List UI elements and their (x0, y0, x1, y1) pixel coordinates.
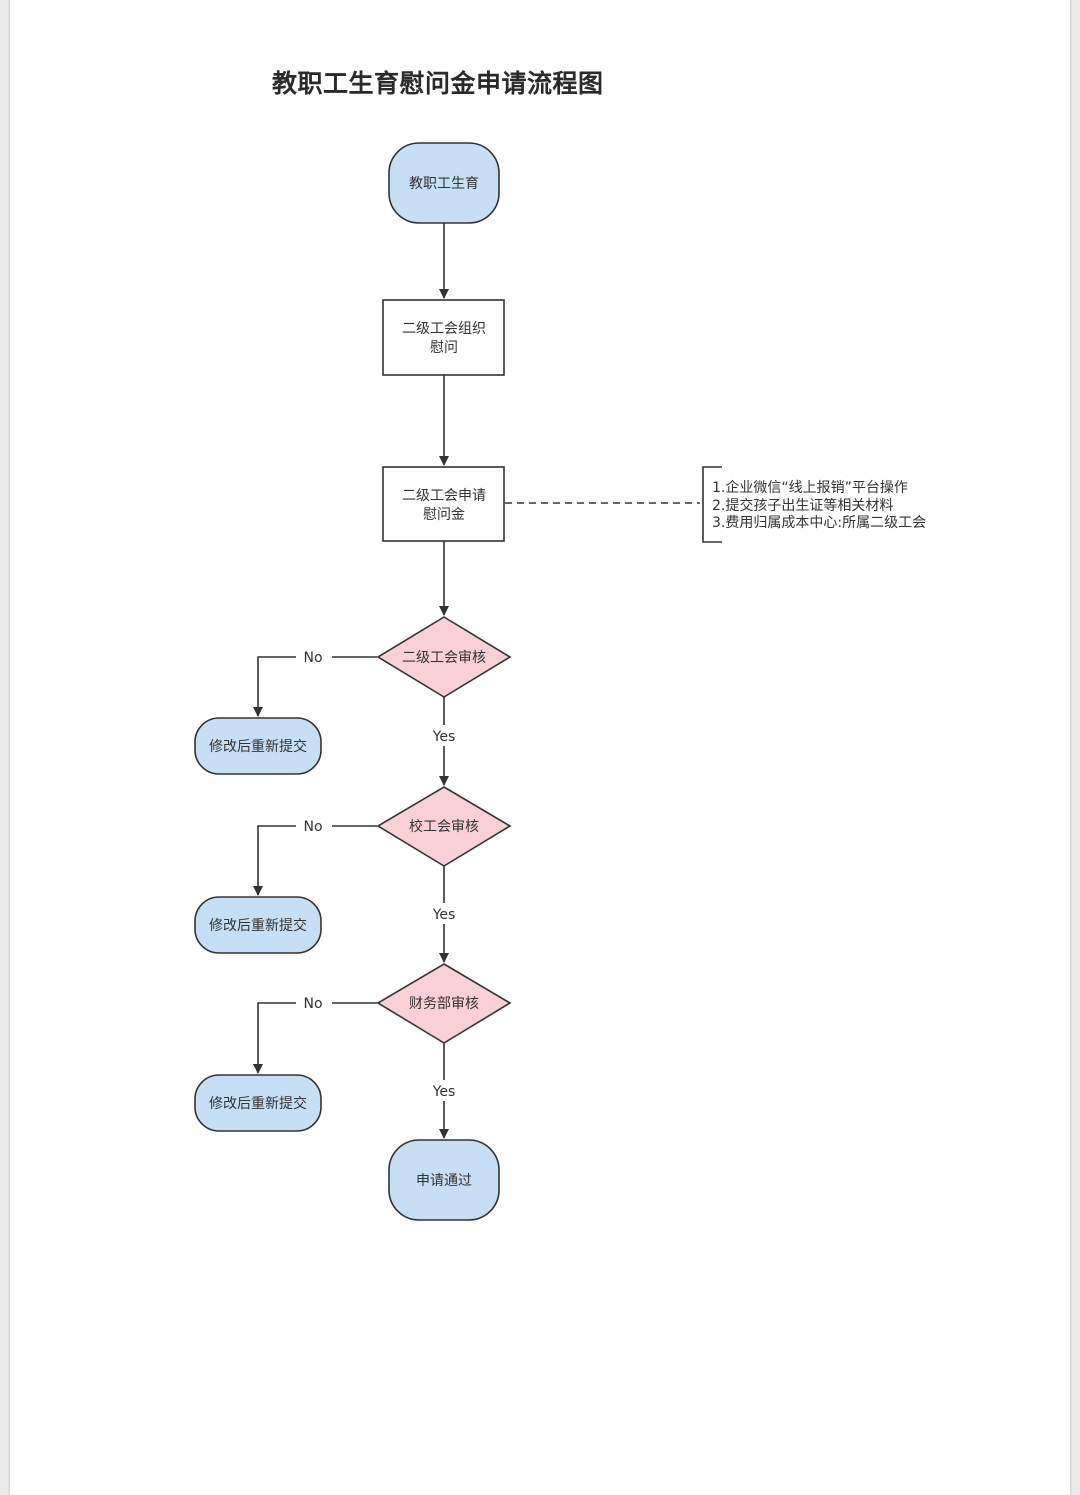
edge-label-yes-3: Yes (432, 1084, 456, 1100)
annotation-line-2: 2.提交孩子出生证等相关材料 (712, 497, 893, 514)
edge-label-no-1: No (303, 650, 322, 666)
diagram-title: 教职工生育慰问金申请流程图 (272, 69, 604, 98)
annotation-bracket (702, 466, 722, 543)
resubmit1-node-label: 修改后重新提交 (209, 738, 307, 755)
edge-label-yes-1: Yes (432, 729, 456, 745)
edge-label-no-3: No (303, 996, 322, 1012)
apply-node (382, 466, 505, 542)
review2-decision (376, 786, 512, 867)
edge-review1-no (258, 656, 377, 716)
start-node (388, 142, 500, 224)
resubmit2-node-label: 修改后重新提交 (209, 917, 307, 934)
edge-label-yes-2: Yes (432, 907, 456, 923)
review3-decision (376, 963, 512, 1044)
organize-node-label-line1: 二级工会组织 (402, 321, 486, 337)
edge-review2-no (258, 825, 377, 895)
apply-node-label-line1: 二级工会申请 (402, 488, 486, 504)
edge-label-no-2: No (303, 819, 322, 835)
annotation-line-1: 1.企业微信“线上报销”平台操作 (712, 479, 908, 496)
resubmit2-node (194, 896, 322, 954)
resubmit3-node-label: 修改后重新提交 (209, 1095, 307, 1112)
end-node (388, 1139, 500, 1221)
annotation-line-3: 3.费用归属成本中心:所属二级工会 (712, 514, 926, 531)
review3-decision-label: 财务部审核 (409, 996, 479, 1012)
document-page (10, 0, 1070, 1495)
apply-node-label-line2: 慰问金 (423, 506, 465, 523)
review2-decision-label: 校工会审核 (409, 818, 479, 835)
end-node-label: 申请通过 (416, 1173, 472, 1189)
resubmit1-node (194, 717, 322, 775)
edge-review3-no (258, 1002, 377, 1073)
organize-node-label-line2: 慰问 (430, 339, 458, 356)
organize-node (382, 299, 505, 376)
start-node-label: 教职工生育 (409, 176, 479, 192)
review1-decision-label: 二级工会审核 (402, 650, 486, 666)
resubmit3-node (194, 1074, 322, 1132)
review1-decision (376, 616, 512, 698)
